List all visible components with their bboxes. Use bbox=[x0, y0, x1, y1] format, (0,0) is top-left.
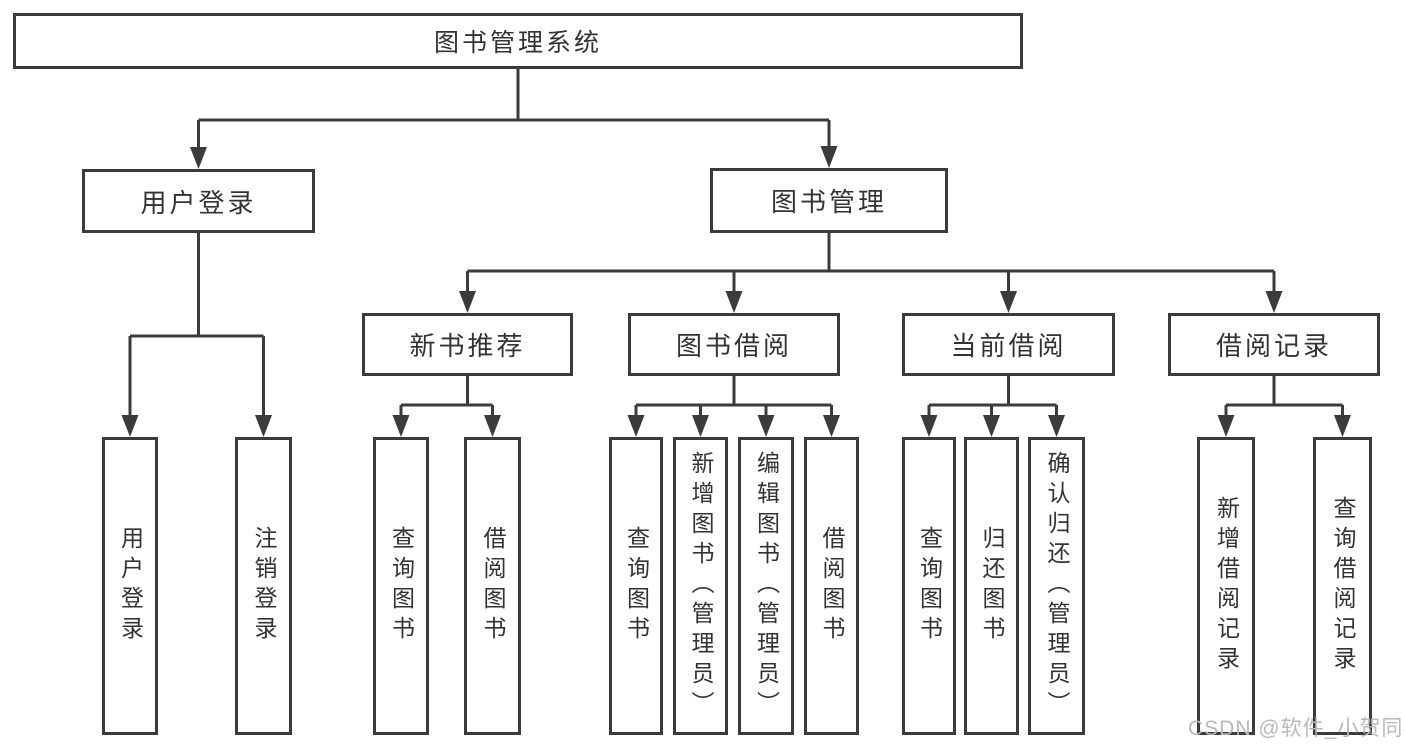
arrow-down-icon bbox=[1265, 291, 1283, 313]
leaf-label: 新增借阅记录 bbox=[1213, 496, 1240, 676]
node-book-borrowing: 图书借阅 bbox=[628, 313, 840, 376]
connector-borrowing-records bbox=[1217, 376, 1351, 437]
leaf-label: 查询图书 bbox=[623, 526, 650, 646]
leaf-label: 注销登录 bbox=[251, 526, 277, 646]
leaf-label: 确认归还（管理员） bbox=[1044, 451, 1070, 721]
connector-user-login bbox=[121, 233, 272, 437]
node-label: 当前借阅 bbox=[950, 331, 1067, 361]
node-user-login: 用户登录 bbox=[82, 169, 315, 233]
leaf-label: 编辑图书（管理员） bbox=[753, 451, 780, 721]
arrow-down-icon bbox=[823, 415, 840, 437]
leaf-borrow-books-recommend: 借阅图书 bbox=[464, 437, 521, 735]
leaf-query-books-current: 查询图书 bbox=[902, 437, 956, 735]
node-current-borrowing: 当前借阅 bbox=[902, 313, 1115, 376]
arrow-down-icon bbox=[983, 415, 1000, 437]
leaf-label: 借阅图书 bbox=[819, 526, 845, 646]
connector-root bbox=[190, 69, 838, 169]
leaf-label: 归还图书 bbox=[979, 526, 1005, 646]
node-label: 借阅记录 bbox=[1215, 331, 1332, 361]
arrow-down-icon bbox=[757, 415, 775, 437]
leaf-label: 用户登录 bbox=[117, 526, 144, 646]
arrow-down-icon bbox=[627, 415, 645, 437]
leaf-query-books-recommend: 查询图书 bbox=[373, 437, 429, 735]
arrow-down-icon bbox=[484, 415, 501, 437]
connector-current-borrowing bbox=[920, 376, 1065, 437]
node-label: 新书推荐 bbox=[409, 331, 526, 361]
leaf-add-books-admin: 新增图书（管理员） bbox=[673, 437, 728, 735]
connector-book-borrowing bbox=[627, 376, 840, 437]
connector-book-management bbox=[459, 233, 1283, 313]
leaf-label: 新增图书（管理员） bbox=[688, 451, 714, 721]
node-label: 图书管理 bbox=[770, 187, 887, 217]
leaf-return-books: 归还图书 bbox=[964, 437, 1019, 735]
leaf-query-books-borrowing: 查询图书 bbox=[609, 437, 663, 735]
node-book-management: 图书管理 bbox=[710, 168, 948, 233]
node-label: 图书借阅 bbox=[675, 331, 792, 361]
csdn-watermark: CSDN @软件_小贺同学 bbox=[1188, 717, 1405, 740]
arrow-down-icon bbox=[1334, 415, 1351, 437]
connector-new-book-recommend bbox=[392, 376, 501, 437]
arrow-down-icon bbox=[392, 415, 410, 437]
arrow-down-icon bbox=[820, 146, 838, 168]
arrow-down-icon bbox=[1000, 291, 1017, 313]
leaf-label: 查询借阅记录 bbox=[1330, 496, 1356, 676]
leaf-label: 查询图书 bbox=[388, 526, 415, 646]
leaf-label: 查询图书 bbox=[916, 526, 943, 646]
leaf-confirm-return-admin: 确认归还（管理员） bbox=[1028, 437, 1085, 735]
leaf-edit-books-admin: 编辑图书（管理员） bbox=[738, 437, 794, 735]
node-label: 用户登录 bbox=[140, 187, 257, 218]
leaf-borrow-books: 借阅图书 bbox=[804, 437, 859, 735]
arrow-down-icon bbox=[1048, 415, 1065, 437]
node-library-management-system: 图书管理系统 bbox=[13, 13, 1023, 69]
node-new-book-recommend: 新书推荐 bbox=[362, 313, 573, 376]
arrow-down-icon bbox=[121, 415, 139, 437]
leaf-logout: 注销登录 bbox=[235, 437, 292, 735]
arrow-down-icon bbox=[920, 415, 938, 437]
arrow-down-icon bbox=[725, 291, 743, 313]
arrow-down-icon bbox=[190, 147, 207, 169]
node-label: 图书管理系统 bbox=[433, 29, 602, 57]
node-borrowing-records: 借阅记录 bbox=[1168, 313, 1380, 376]
arrow-down-icon bbox=[692, 415, 709, 437]
arrow-down-icon bbox=[1217, 415, 1235, 437]
leaf-user-login: 用户登录 bbox=[102, 437, 158, 735]
arrow-down-icon bbox=[459, 291, 476, 313]
leaf-label: 借阅图书 bbox=[480, 526, 506, 646]
leaf-query-borrow-record: 查询借阅记录 bbox=[1313, 437, 1372, 735]
leaf-add-borrow-record: 新增借阅记录 bbox=[1197, 437, 1255, 735]
arrow-down-icon bbox=[255, 415, 272, 437]
